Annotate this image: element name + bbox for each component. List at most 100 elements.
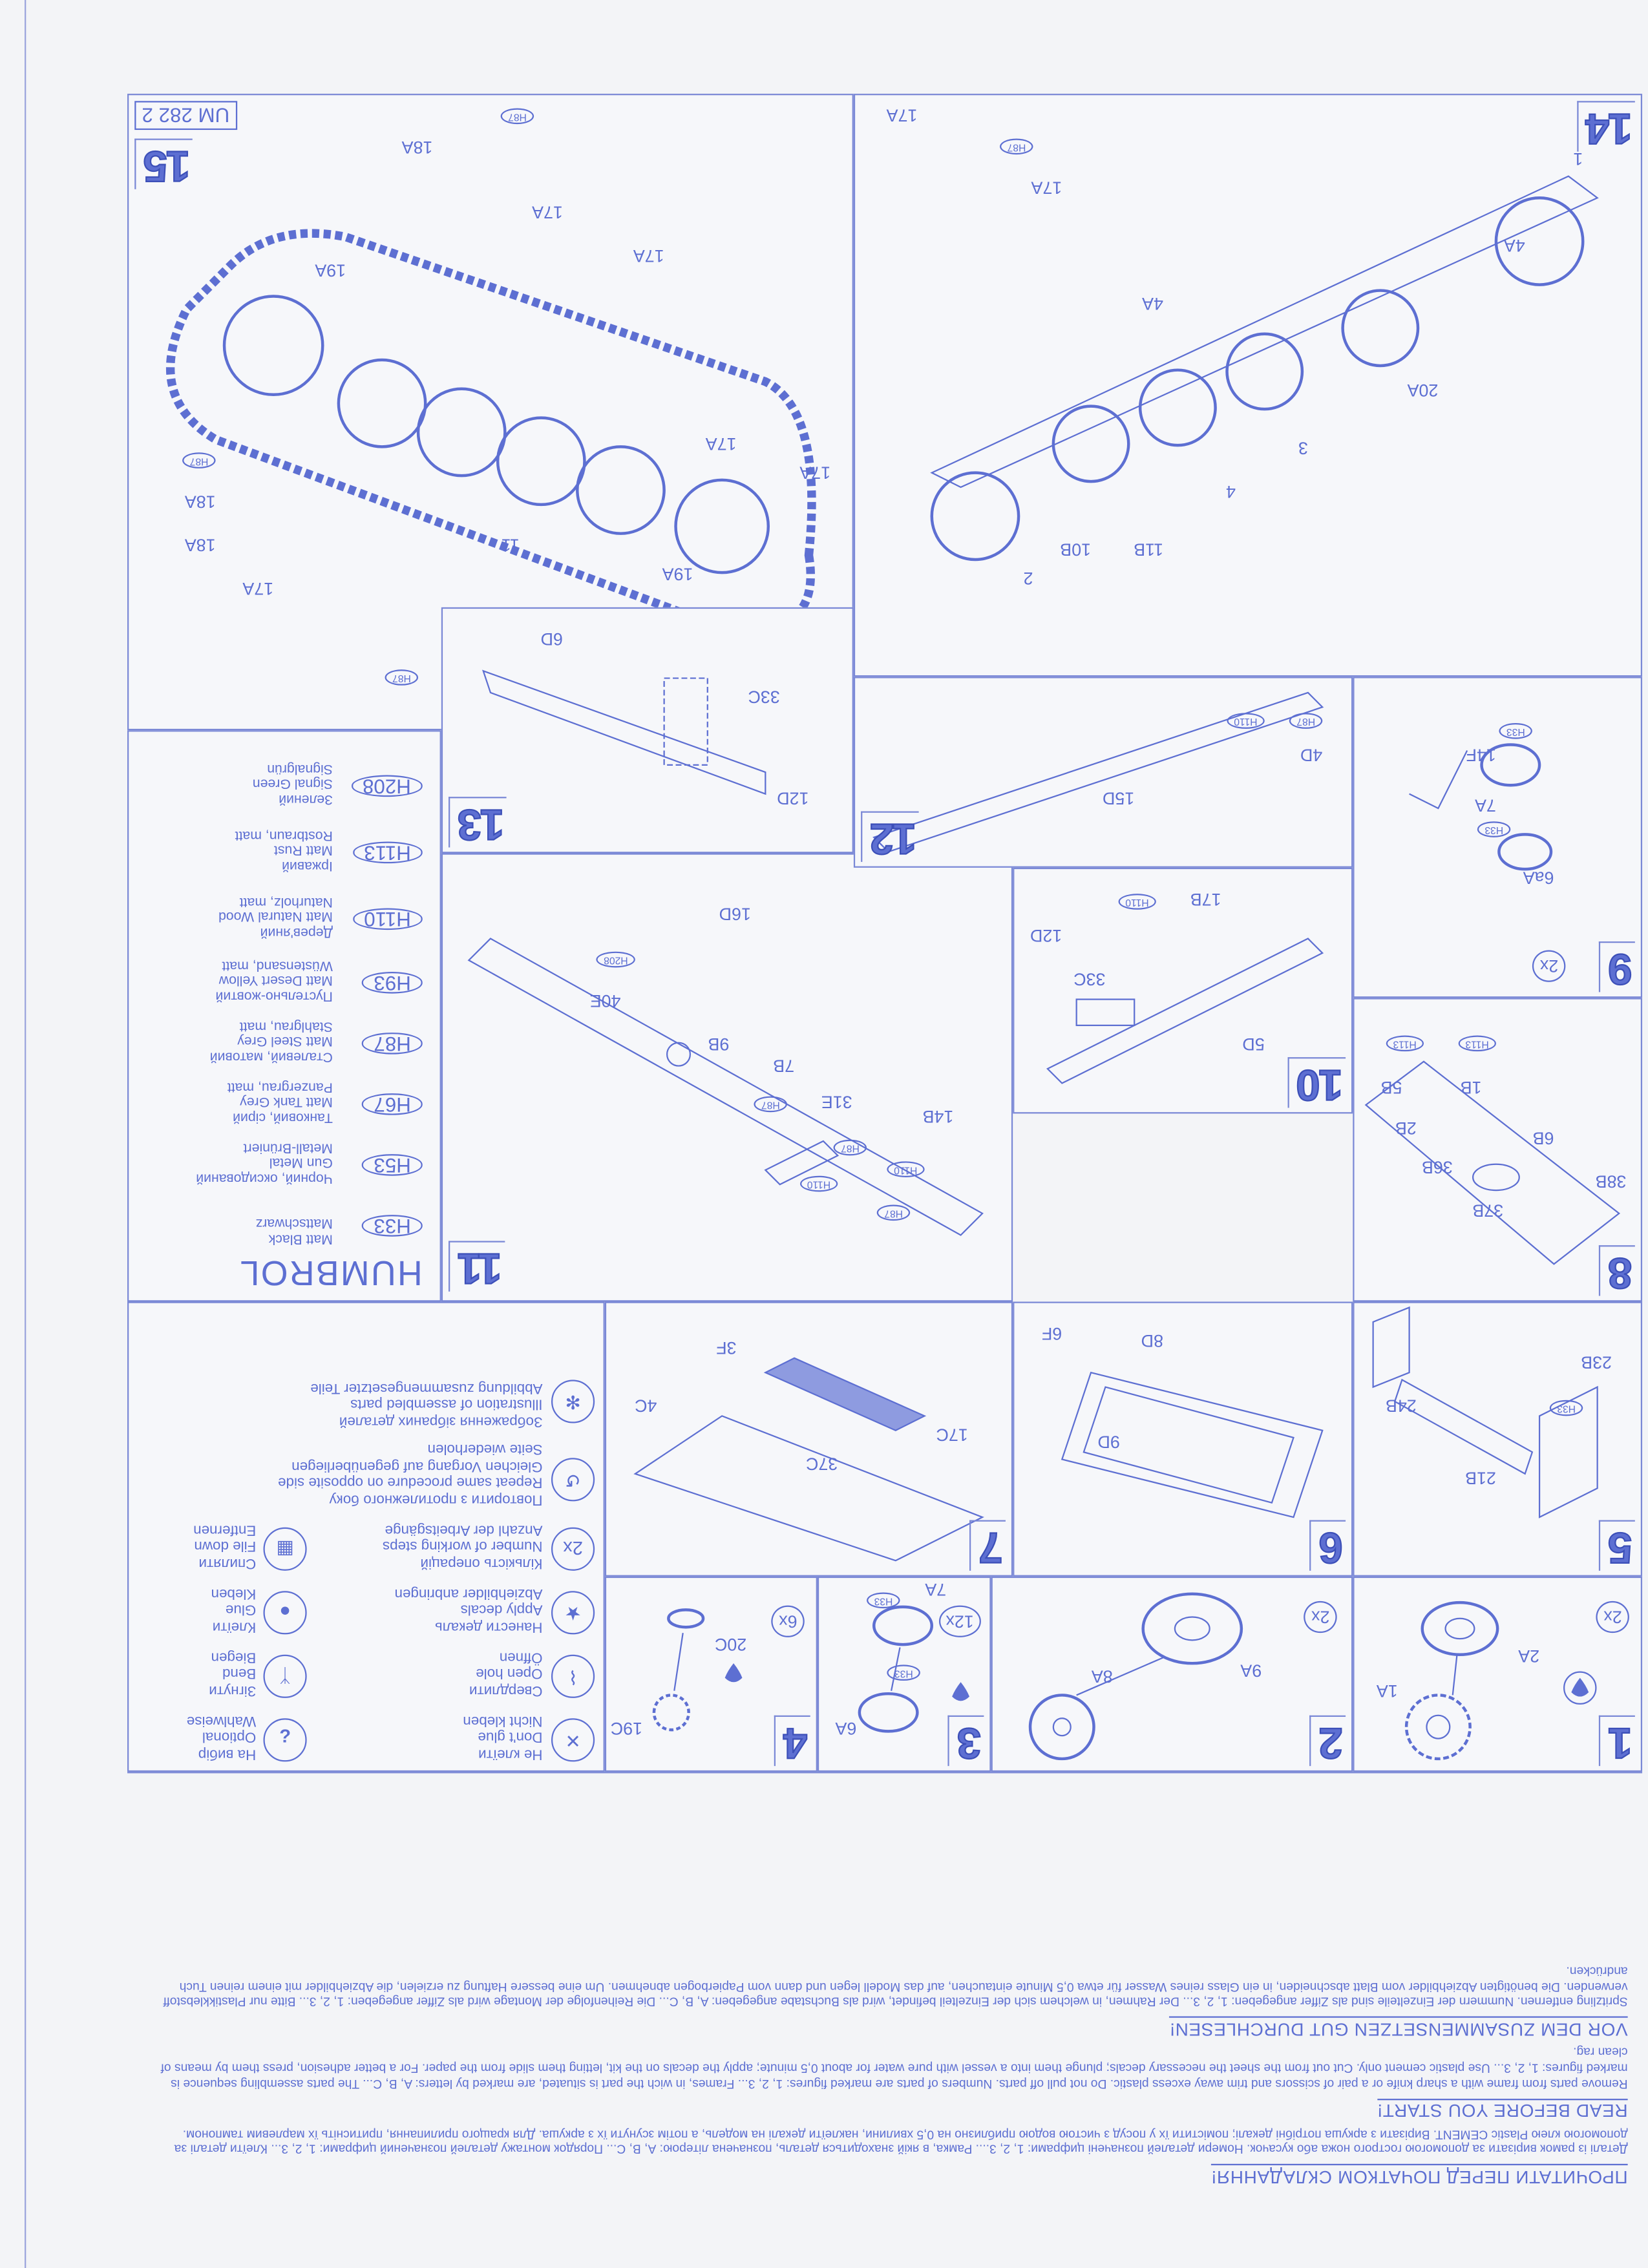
part-label: 20C (714, 1634, 747, 1655)
part-label: 6D (540, 629, 563, 649)
paint-code: H33 (867, 1592, 900, 1609)
paint-code: H110 (1118, 894, 1156, 910)
part-label: 7A (1475, 795, 1496, 816)
part-label: 7B (773, 1055, 795, 1076)
step-number: 4 (774, 1715, 810, 1767)
part-label: 1B (1460, 1077, 1482, 1098)
step-3: 3 6A 7A H33 H33 12x (817, 1576, 991, 1772)
part-label: 11B (1134, 539, 1164, 560)
step-number: 12 (861, 811, 920, 863)
part-label: 10B (1060, 539, 1092, 560)
hull-side-drawing (467, 938, 984, 1236)
idler-drawing (652, 1608, 705, 1732)
part-label: 6F (1041, 1323, 1062, 1344)
part-label: 17A (705, 434, 737, 454)
en-text: Remove parts from frame with a sharp kni… (160, 2046, 1628, 2092)
part-label: 31E (821, 1091, 852, 1113)
part-label: 12D (1030, 925, 1062, 946)
step-number: 5 (1599, 1520, 1635, 1571)
step-8: 8 38B 6B 37B 36B 2B 5B 1B H113 H113 (1353, 998, 1643, 1302)
part-label: 19C (610, 1718, 643, 1739)
intro-text: ПРОЧИТАТИ ПЕРЕД ПОЧАТКОМ СКЛАДАННЯ! Дета… (127, 1772, 1642, 2187)
rear-plate-drawing (1364, 1060, 1621, 1265)
step-count: 2x (1304, 1601, 1337, 1633)
part-label: 17A (532, 202, 563, 223)
part-label: 23B (1581, 1352, 1612, 1373)
step-count: 12x (938, 1605, 981, 1637)
steps-count-icon: 2x (551, 1527, 595, 1571)
part-label: 9A (1240, 1660, 1262, 1681)
step-count: 2x (1532, 950, 1566, 982)
part-label: 3F (716, 1338, 737, 1358)
part-label: 6B (1532, 1128, 1554, 1149)
part-label: 18A (401, 137, 433, 158)
part-label: 20A (1407, 380, 1439, 401)
step-9: 9 2x 6aA 7A 14F H33 H33 (1353, 677, 1643, 998)
step-10: 10 33C 5D 12D 17B H110 (1013, 867, 1353, 1114)
de-title: VOR DEM ZUSAMMENSETZEN GUT DURCHLESEN! (1169, 2017, 1628, 2039)
drill-icon: ⌇ (551, 1654, 595, 1698)
paint-code: H110 (799, 1175, 838, 1192)
part-label: 5B (1380, 1077, 1402, 1098)
paint-code: H113 (1386, 1035, 1424, 1052)
engine-deck-drawing (633, 1357, 984, 1562)
step-11: 11 14B 31E 7B 9B 40E 16D H87 H87 H87 H11… (441, 853, 1013, 1302)
part-label: 5D (1242, 1034, 1265, 1055)
paint-code: H208 (596, 951, 635, 968)
paint-code: H110 (1227, 713, 1265, 729)
step-12: 12 15D 4D H87 H110 (853, 677, 1353, 868)
part-label: 9D (1097, 1431, 1120, 1453)
file-icon: ▦ (263, 1527, 307, 1571)
suspension-drawing (930, 175, 1599, 562)
part-label: 12D (777, 788, 809, 809)
step-count: 2x (1596, 1601, 1629, 1633)
step-13: 13 12D 33C 6D (441, 607, 854, 854)
de-text: Spritzling entfernen. Nummern der Einzel… (163, 1964, 1628, 2010)
glue-icon (1563, 1671, 1597, 1705)
part-label: 11 (501, 534, 520, 556)
paint-code: H33 (887, 1664, 920, 1681)
part-label: 19A (662, 563, 693, 585)
part-label: 17A (633, 246, 664, 266)
part-label: 37B (1472, 1200, 1504, 1221)
step-6: 6 9D 8D 6F (1013, 1301, 1353, 1577)
part-label: 18A (184, 491, 216, 512)
sprocket-wheel-drawing (1404, 1601, 1499, 1761)
paint-code: H87 (1289, 713, 1323, 729)
part-label: 3 (1298, 437, 1308, 459)
part-label: 4A (1503, 235, 1525, 256)
part-label: 17A (886, 105, 918, 126)
step-number: 2 (1309, 1715, 1346, 1767)
step-count: 6x (771, 1605, 805, 1637)
glue-icon: ● (263, 1591, 307, 1635)
decal-icon: ★ (551, 1591, 595, 1635)
en-title: READ BEFORE YOU START! (1377, 2098, 1628, 2121)
part-label: 40E (589, 991, 621, 1011)
dont-glue-icon: ✕ (551, 1718, 595, 1762)
step-1: 1 2x 1A 2A (1353, 1576, 1643, 1772)
glue-icon (952, 1682, 970, 1701)
step-7: 7 17C 37C 3F 4C (604, 1301, 1013, 1577)
part-label: 19A (315, 260, 346, 280)
part-label: 6aA (1523, 867, 1554, 888)
part-label: 14F (1466, 744, 1496, 765)
part-label: 38B (1595, 1171, 1627, 1192)
kit-code: UM 282 2 (134, 101, 237, 131)
paint-code: H87 (754, 1096, 787, 1113)
fender-strip-drawing (872, 691, 1324, 853)
wheel-drawing (1409, 743, 1553, 871)
part-label: 7A (925, 1579, 947, 1600)
part-label: 2B (1395, 1118, 1417, 1139)
part-label: 16D (719, 903, 751, 925)
step-5: 5 23B 21B 24B H33 (1353, 1301, 1643, 1577)
part-label: 33C (1073, 969, 1106, 989)
part-label: 17C (936, 1424, 968, 1445)
